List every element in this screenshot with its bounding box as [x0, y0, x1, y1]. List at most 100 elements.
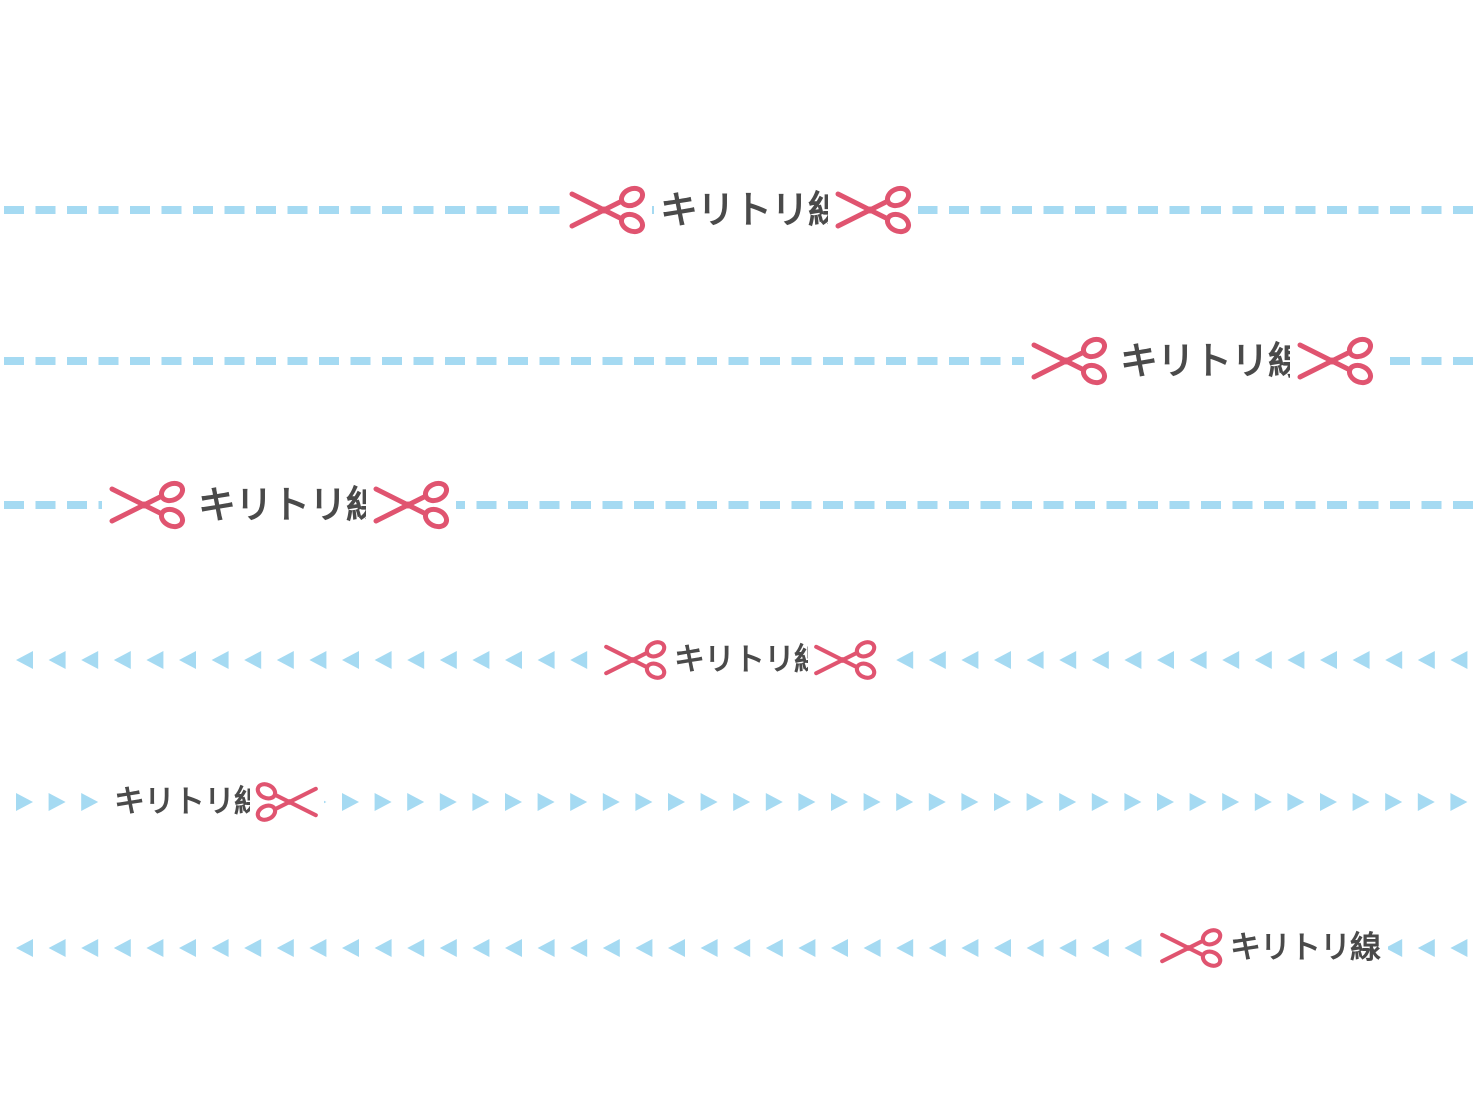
- triangle-right-marker: [635, 793, 653, 811]
- triangle-left-marker: [602, 939, 620, 957]
- dash-segment: [728, 501, 749, 509]
- cut-line-2: キリトリ線: [0, 331, 1480, 391]
- triangle-left-marker: [1059, 939, 1077, 957]
- triangle-right-marker: [1026, 793, 1044, 811]
- dash-segment: [917, 206, 938, 214]
- dash-segment: [539, 206, 560, 214]
- triangle-left-marker: [1352, 651, 1370, 669]
- dash-segment: [1075, 501, 1095, 509]
- triangle-left-marker: [570, 651, 588, 669]
- triangle-left-marker: [472, 651, 490, 669]
- dash-segment: [1138, 206, 1158, 214]
- triangle-left-marker: [309, 939, 327, 957]
- triangle-left-marker: [342, 651, 359, 669]
- dash-segment: [382, 357, 402, 365]
- triangle-right-marker: [798, 793, 816, 811]
- dash-segment: [161, 206, 182, 214]
- dash-segment: [476, 357, 497, 365]
- triangle-left-marker: [1157, 651, 1174, 669]
- dash-segment: [130, 357, 150, 365]
- triangle-right-marker: [439, 793, 457, 811]
- triangle-left-marker: [570, 939, 588, 957]
- dash-segment: [823, 357, 843, 365]
- dash-segment: [1390, 206, 1410, 214]
- triangle-right-marker: [863, 793, 881, 811]
- dash-segment: [1012, 501, 1032, 509]
- triangle-left-marker: [244, 939, 262, 957]
- triangle-right-marker: [1352, 793, 1370, 811]
- dash-segment: [854, 357, 875, 365]
- dash-segment: [1421, 501, 1442, 509]
- triangle-right-marker: [1059, 793, 1077, 811]
- triangle-left-marker: [896, 651, 914, 669]
- triangle-left-marker: [1417, 651, 1435, 669]
- dash-segment: [1106, 206, 1127, 214]
- dash-segment: [319, 206, 339, 214]
- triangle-left-marker: [1026, 939, 1044, 957]
- triangle-left-marker: [1124, 651, 1142, 669]
- dash-segment: [35, 357, 56, 365]
- triangle-right-marker: [16, 793, 33, 811]
- triangle-right-marker: [1189, 793, 1207, 811]
- dash-segment: [1106, 501, 1127, 509]
- triangle-left-marker: [961, 939, 979, 957]
- dash-segment: [980, 501, 1001, 509]
- triangle-left-marker: [16, 651, 33, 669]
- triangle-right-marker: [733, 793, 751, 811]
- cut-line-4: キリトリ線: [0, 630, 1480, 690]
- cut-line-label: キリトリ線: [108, 787, 270, 818]
- triangle-left-marker: [48, 651, 66, 669]
- dash-segment: [1453, 501, 1473, 509]
- dash-segment: [1075, 206, 1095, 214]
- dash-segment: [917, 501, 938, 509]
- triangle-left-marker: [831, 939, 848, 957]
- dash-segment: [35, 501, 56, 509]
- triangle-right-marker: [1450, 793, 1468, 811]
- cut-line-label: キリトリ線: [1226, 933, 1388, 964]
- triangle-left-marker: [276, 651, 294, 669]
- cut-line-label: キリトリ線: [1114, 342, 1312, 380]
- dash-segment: [634, 357, 654, 365]
- dash-segment: [1327, 206, 1347, 214]
- triangle-right-marker: [342, 793, 359, 811]
- triangle-left-marker: [537, 939, 555, 957]
- dash-segment: [1295, 501, 1316, 509]
- triangle-left-marker: [1320, 651, 1337, 669]
- dash-segment: [508, 206, 528, 214]
- dash-segment: [760, 357, 780, 365]
- dash-segment: [1358, 501, 1379, 509]
- triangle-right-marker: [374, 793, 392, 811]
- dash-segment: [1390, 501, 1410, 509]
- dash-segment: [1453, 357, 1473, 365]
- triangle-left-marker: [1450, 651, 1468, 669]
- dash-segment: [1421, 206, 1442, 214]
- scissors-icon: [828, 182, 918, 238]
- triangle-left-marker: [863, 939, 881, 957]
- dash-segment: [1043, 501, 1064, 509]
- dash-segment: [1264, 501, 1284, 509]
- dash-segment: [949, 501, 969, 509]
- dash-segment: [1390, 357, 1410, 365]
- dash-segment: [1358, 206, 1379, 214]
- dash-segment: [350, 206, 371, 214]
- triangle-left-marker: [1091, 939, 1109, 957]
- dash-segment: [4, 206, 24, 214]
- triangle-right-marker: [700, 793, 718, 811]
- dash-segment: [224, 206, 245, 214]
- dash-segment: [980, 206, 1001, 214]
- triangle-left-marker: [439, 651, 457, 669]
- scissors-icon: [562, 182, 652, 238]
- scissors-icon: [1290, 333, 1380, 389]
- dash-segment: [35, 206, 56, 214]
- triangle-left-marker: [472, 939, 490, 957]
- cut-line-3: キリトリ線: [0, 475, 1480, 535]
- triangle-right-marker: [1417, 793, 1435, 811]
- dash-segment: [193, 206, 213, 214]
- triangle-track: [16, 793, 1468, 811]
- dash-segment: [854, 501, 875, 509]
- dashed-track: [4, 206, 1473, 214]
- triangle-left-marker: [16, 939, 33, 957]
- triangle-left-marker: [1091, 651, 1109, 669]
- triangle-right-marker: [1385, 793, 1403, 811]
- dash-segment: [476, 206, 497, 214]
